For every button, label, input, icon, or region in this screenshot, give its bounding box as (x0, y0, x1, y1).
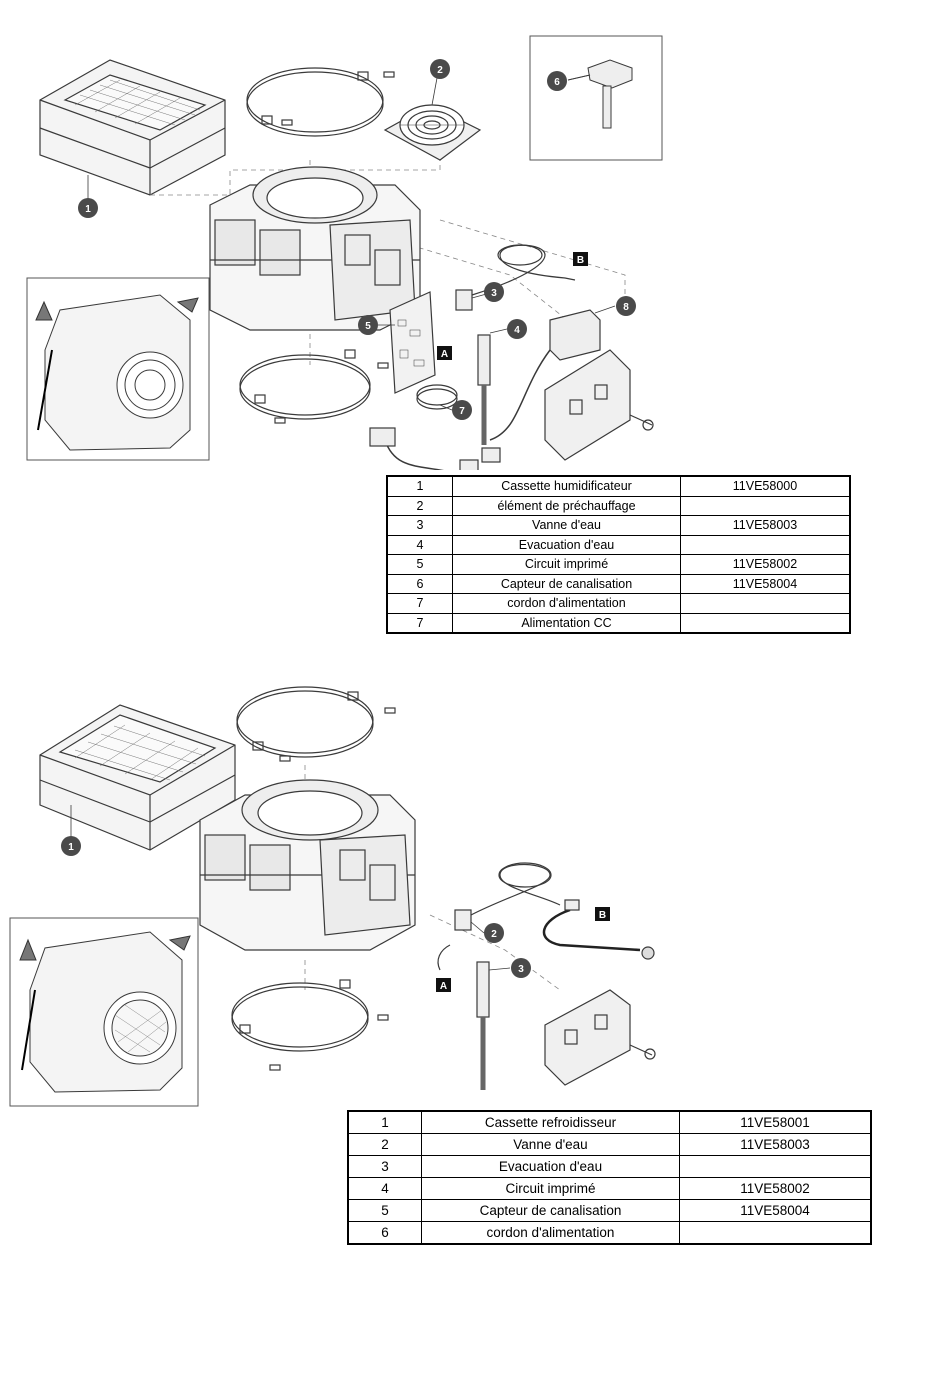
clamp-ring-bottom (231, 979, 389, 1071)
clamp-ring-top (246, 67, 395, 137)
svg-text:B: B (599, 910, 606, 921)
callout-7: 7 (452, 400, 472, 420)
svg-text:A: A (441, 349, 448, 360)
exploded-diagram-humidifier: 1 2 3 4 5 6 7 8 A B (0, 20, 670, 470)
diagram-top-drawing: 1 2 3 4 5 6 7 8 A B (26, 35, 663, 470)
svg-text:8: 8 (623, 302, 629, 313)
box-letter-b: B (595, 907, 610, 921)
box-letter-b: B (573, 252, 588, 266)
preheat-element-drawing (383, 104, 482, 161)
box-letter-a: A (436, 978, 451, 992)
clamp-ring-bottom (239, 349, 389, 424)
svg-text:B: B (577, 255, 584, 266)
svg-text:2: 2 (491, 929, 497, 940)
callout-6: 6 (547, 71, 567, 91)
water-valve-drawing (455, 289, 473, 311)
svg-text:7: 7 (459, 406, 465, 417)
svg-text:3: 3 (491, 288, 497, 299)
callouts-top: 1 2 3 4 5 6 7 8 (78, 59, 636, 420)
callout-1: 1 (61, 836, 81, 856)
svg-text:A: A (440, 981, 447, 992)
water-drain-drawing (476, 961, 490, 1090)
main-housing (199, 779, 416, 951)
boxed-letters-bottom: A B (436, 907, 610, 992)
assembled-unit-inset (26, 277, 210, 461)
callout-3: 3 (511, 958, 531, 978)
box-letter-a: A (437, 346, 452, 360)
water-valve-drawing (454, 909, 472, 931)
callouts-bottom: 1 2 3 (61, 836, 531, 978)
boxed-letters-top: A B (437, 252, 588, 360)
callout-3: 3 (484, 282, 504, 302)
svg-text:1: 1 (68, 842, 74, 853)
water-drain-drawing (477, 334, 491, 445)
svg-text:1: 1 (85, 204, 91, 215)
svg-text:6: 6 (554, 77, 560, 88)
cassette-drawing (39, 59, 226, 196)
exploded-diagram-cooler: 1 2 3 A B (0, 670, 670, 1110)
callout-2: 2 (430, 59, 450, 79)
callout-2: 2 (484, 923, 504, 943)
svg-text:4: 4 (514, 325, 520, 336)
back-plate (544, 349, 654, 461)
diagram-bottom-drawing: 1 2 3 A B (9, 686, 656, 1107)
assembled-unit-inset (9, 917, 199, 1107)
back-plate (544, 989, 656, 1086)
svg-text:2: 2 (437, 65, 443, 76)
svg-text:3: 3 (518, 964, 524, 975)
callout-8: 8 (616, 296, 636, 316)
sensor-inset (529, 35, 663, 161)
main-housing (209, 166, 421, 331)
clamp-ring-top (236, 686, 396, 762)
callout-4: 4 (507, 319, 527, 339)
callout-5: 5 (358, 315, 378, 335)
cassette-drawing (39, 704, 236, 851)
callout-1: 1 (78, 198, 98, 218)
circuit-board-drawing (389, 291, 436, 394)
svg-text:5: 5 (365, 321, 371, 332)
dc-supply-drawing (549, 309, 601, 361)
